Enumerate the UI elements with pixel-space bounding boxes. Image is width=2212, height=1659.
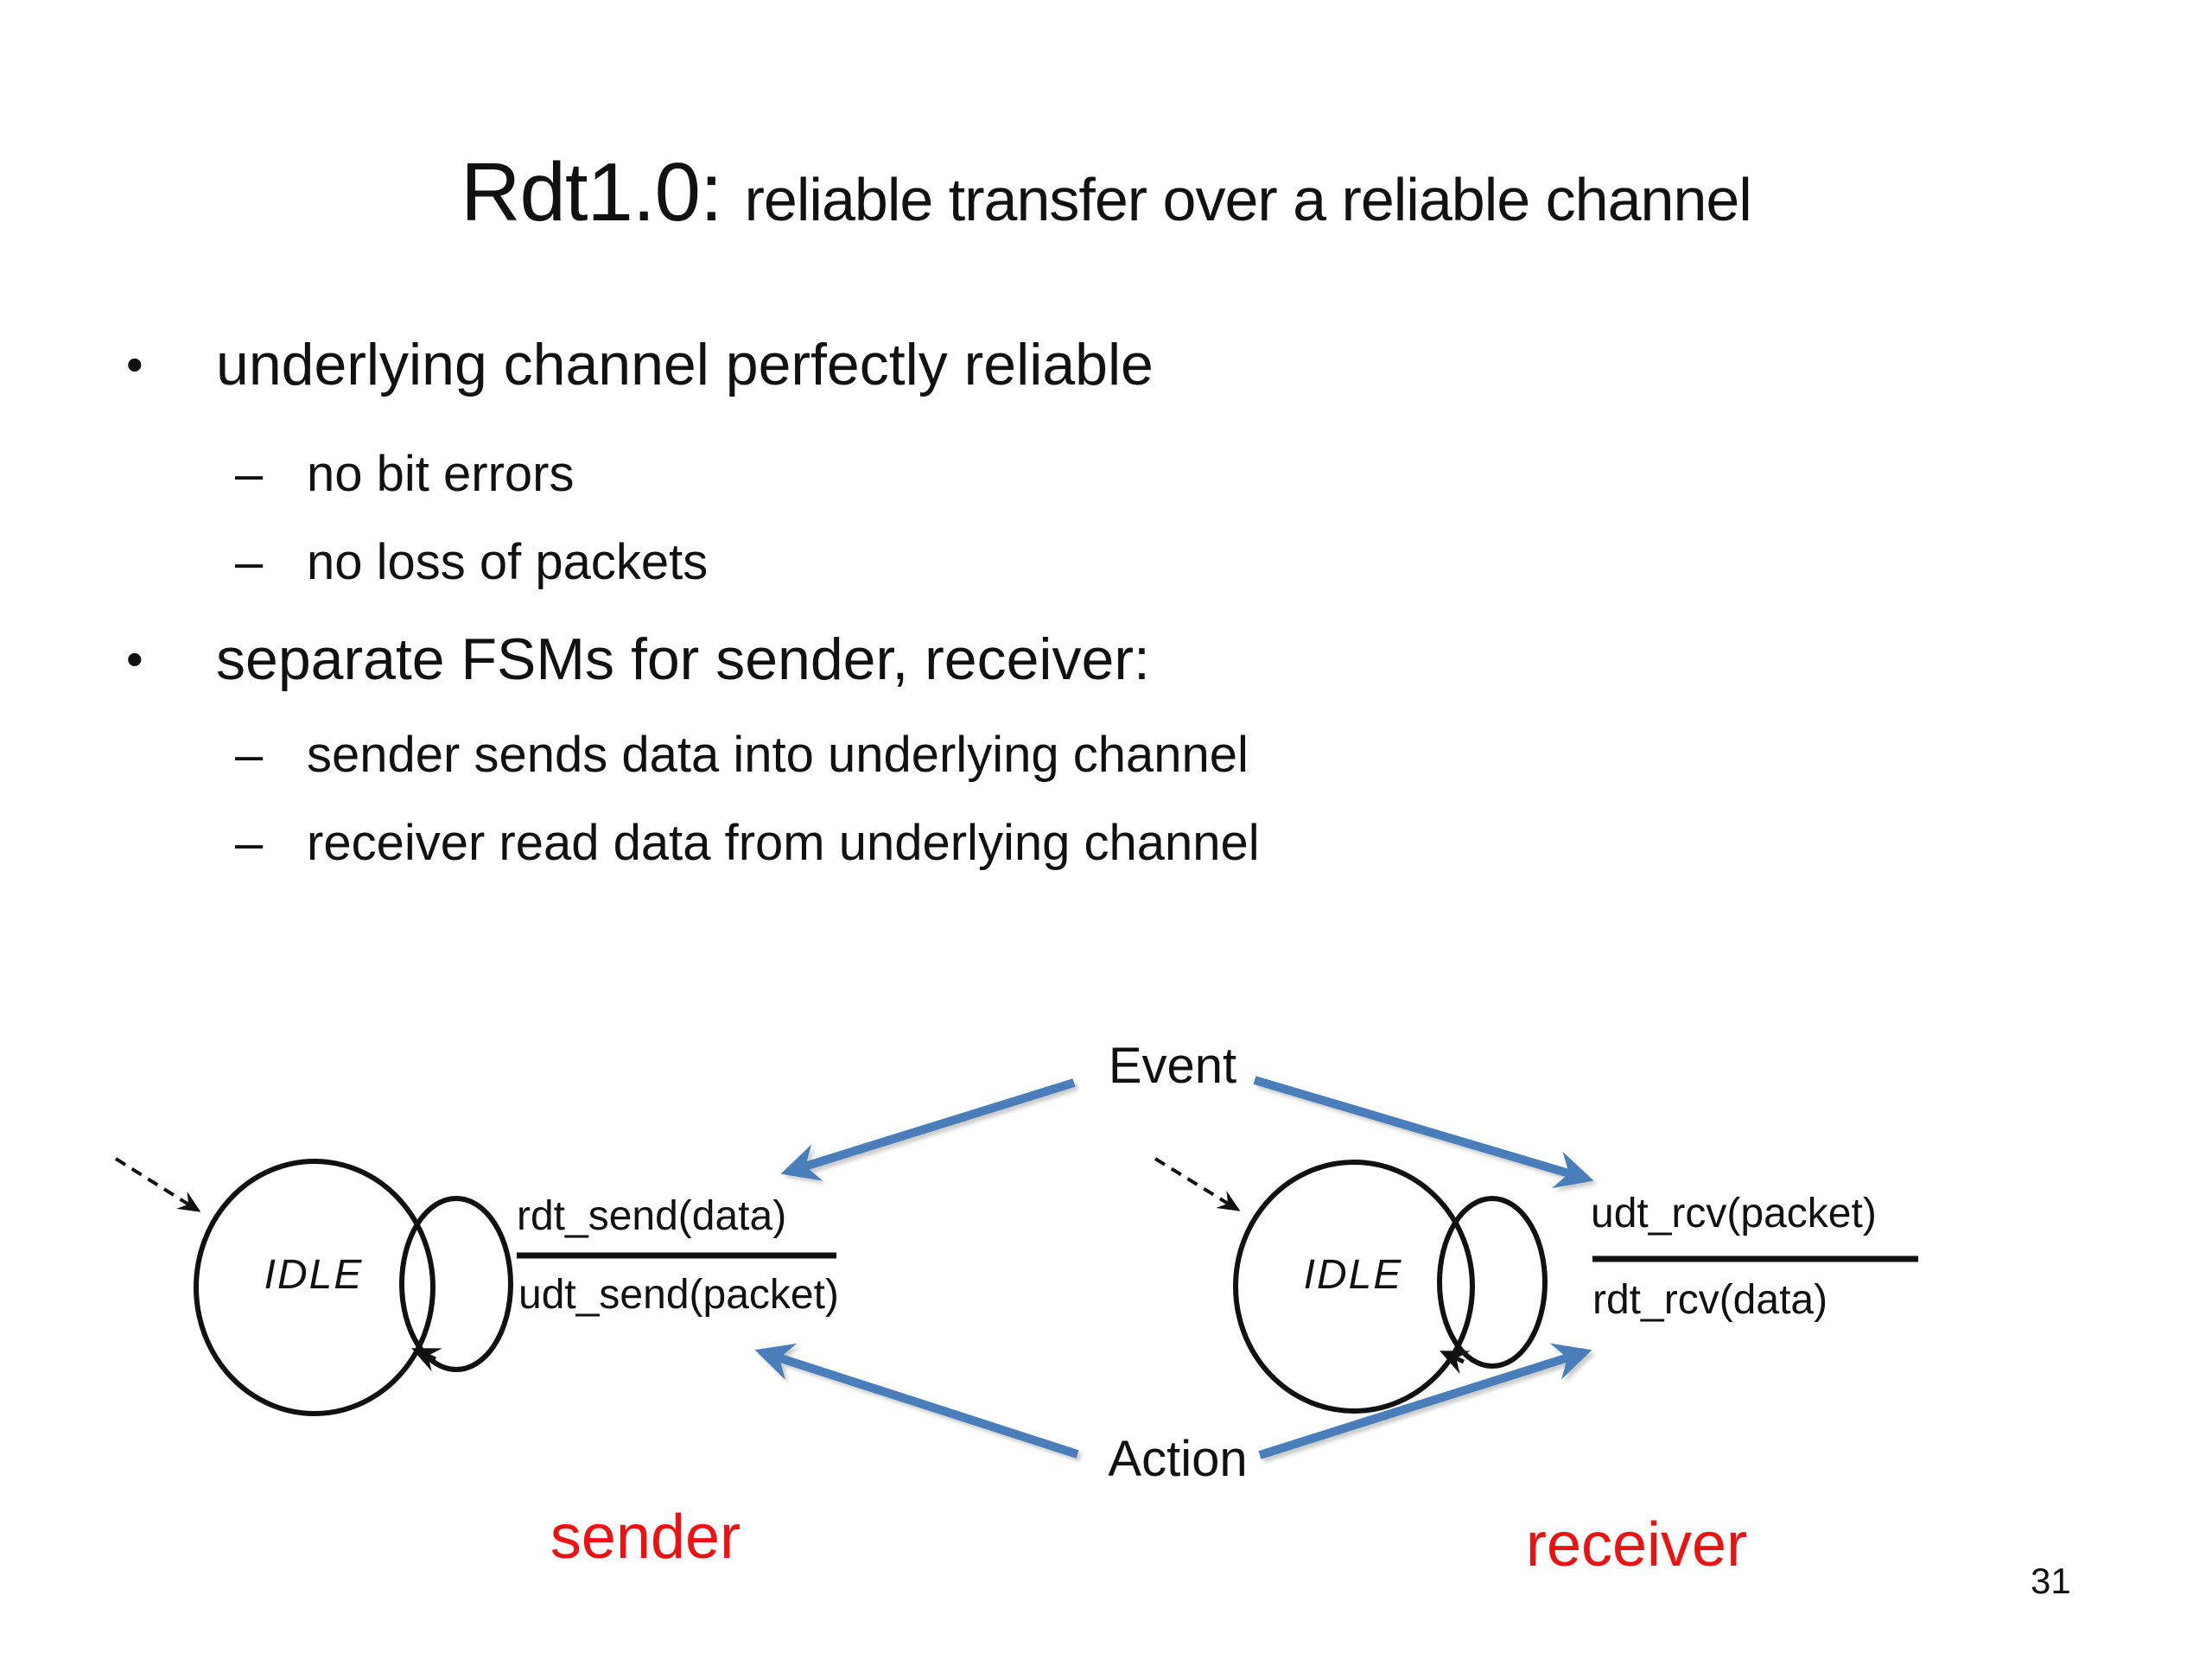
action-label: Action bbox=[1108, 1431, 1248, 1487]
bullet-item: – sender sends data into underlying chan… bbox=[0, 726, 2212, 804]
sender-loop-arrowhead-icon bbox=[411, 1348, 442, 1372]
bullet-text: receiver read data from underlying chann… bbox=[307, 815, 1260, 871]
bullet-item: • underlying channel perfectly reliable bbox=[0, 331, 2212, 409]
sender-self-loop bbox=[399, 1196, 513, 1372]
bullet-text: separate FSMs for sender, receiver: bbox=[216, 626, 1150, 692]
title-subtitle: reliable transfer over a reliable channe… bbox=[744, 166, 1752, 233]
sender-caption: sender bbox=[550, 1503, 741, 1572]
page-title: Rdt1.0: reliable transfer over a reliable… bbox=[0, 145, 2212, 240]
bullet-item: – no loss of packets bbox=[0, 533, 2212, 611]
dash-marker-icon: – bbox=[235, 727, 264, 783]
bullet-marker-icon: • bbox=[126, 337, 143, 391]
sender-state-label: IDLE bbox=[264, 1252, 364, 1298]
receiver-state-circle bbox=[1233, 1160, 1475, 1414]
bullet-item: • separate FSMs for sender, receiver: bbox=[0, 626, 2212, 703]
receiver-state-label: IDLE bbox=[1303, 1252, 1403, 1298]
dash-marker-icon: – bbox=[235, 446, 264, 502]
receiver-caption: receiver bbox=[1525, 1510, 1748, 1580]
sender-action-code: udt_send(packet) bbox=[518, 1272, 839, 1318]
bullet-text: no loss of packets bbox=[307, 534, 709, 590]
title-main: Rdt1.0: bbox=[461, 146, 723, 238]
receiver-action-code: rdt_rcv(data) bbox=[1592, 1277, 1828, 1323]
event-arrow-to-sender-icon bbox=[780, 1078, 1076, 1181]
receiver-loop-arrowhead-icon bbox=[1440, 1351, 1471, 1375]
sender-event-code: rdt_send(data) bbox=[517, 1193, 787, 1239]
action-arrow-to-receiver-icon bbox=[1258, 1343, 1592, 1459]
event-arrow-to-receiver-icon bbox=[1253, 1076, 1594, 1189]
receiver-self-loop bbox=[1437, 1196, 1548, 1369]
bullet-item: – no bit errors bbox=[0, 445, 2212, 523]
bullet-marker-icon: • bbox=[126, 632, 143, 686]
dash-marker-icon: – bbox=[235, 534, 264, 590]
page-number: 31 bbox=[2031, 1560, 2071, 1601]
sender-initial-state-arrow-icon bbox=[114, 1157, 201, 1212]
dash-marker-icon: – bbox=[235, 815, 264, 871]
receiver-event-code: udt_rcv(packet) bbox=[1591, 1191, 1877, 1236]
bullet-text: no bit errors bbox=[307, 446, 575, 502]
sender-state-circle bbox=[194, 1159, 435, 1416]
bullet-text: sender sends data into underlying channe… bbox=[307, 727, 1249, 783]
action-arrow-to-sender-icon bbox=[754, 1343, 1079, 1459]
bullet-text: underlying channel perfectly reliable bbox=[216, 332, 1154, 397]
bullet-item: – receiver read data from underlying cha… bbox=[0, 814, 2212, 892]
receiver-initial-state-arrow-icon bbox=[1154, 1157, 1241, 1211]
event-label: Event bbox=[1108, 1038, 1237, 1094]
